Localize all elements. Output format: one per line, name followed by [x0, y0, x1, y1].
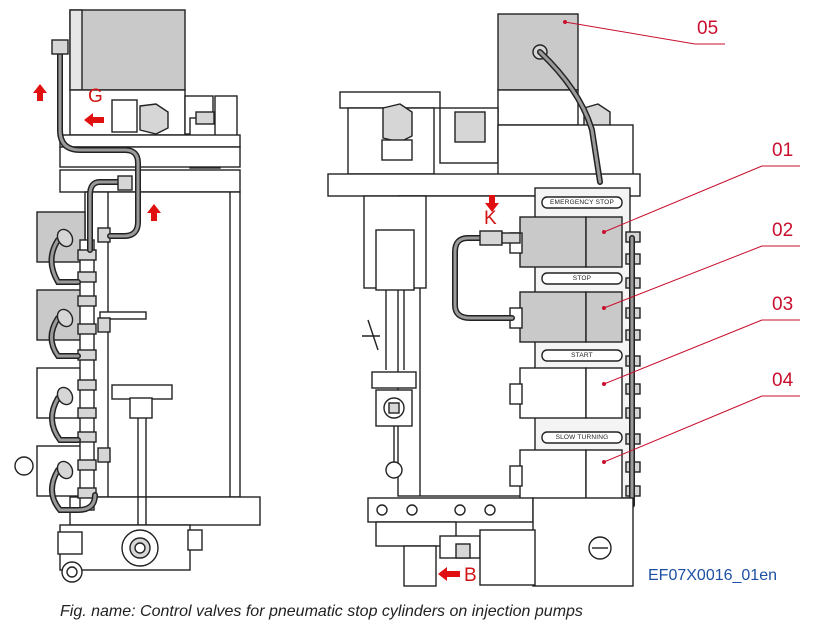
arrow-left-g — [84, 113, 104, 127]
callout-05: 05 — [697, 18, 719, 39]
left-valve-assembly — [14, 9, 261, 583]
callout-03: 03 — [772, 294, 794, 315]
arrow-up-lower — [147, 204, 161, 221]
panel-label-slow-turning: SLOW TURNING — [555, 434, 609, 441]
callout-leaders — [564, 21, 800, 463]
arrow-left-b — [438, 567, 460, 581]
panel-label-stop: STOP — [572, 275, 592, 282]
callout-01: 01 — [772, 140, 794, 161]
flow-arrows — [33, 84, 499, 581]
callout-02: 02 — [772, 220, 794, 241]
port-label-g: G — [88, 86, 103, 107]
callout-04: 04 — [772, 370, 794, 391]
arrow-down-k — [485, 195, 499, 212]
panel-label-start: START — [571, 352, 593, 359]
right-valve-assembly — [327, 13, 641, 587]
document-code: EF07X0016_01en — [648, 567, 777, 584]
panel-label-emergency-stop: EMERGENCY STOP — [550, 199, 614, 206]
arrow-up-g — [33, 84, 47, 101]
figure-caption: Fig. name: Control valves for pneumatic … — [60, 603, 583, 620]
port-label-b: B — [464, 565, 477, 586]
port-label-k: K — [484, 208, 497, 229]
